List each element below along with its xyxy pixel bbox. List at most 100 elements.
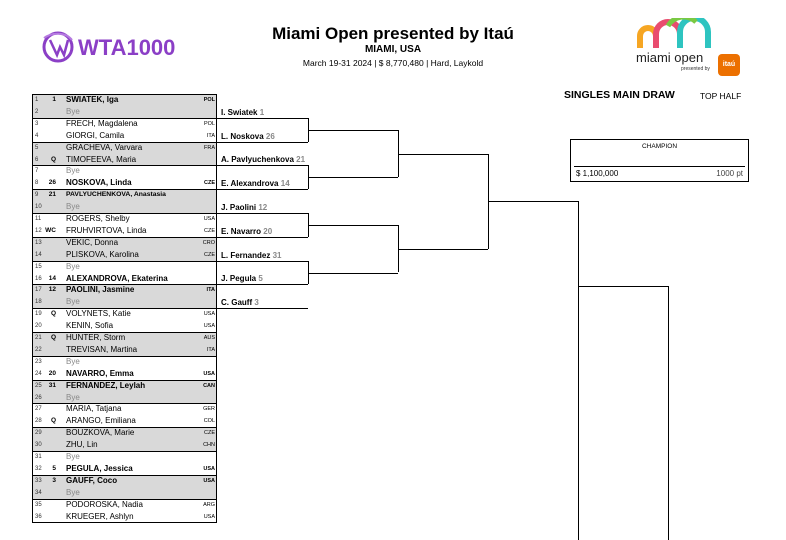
draw-position: 32 — [35, 465, 42, 472]
tournament-details: March 19-31 2024 | $ 8,770,480 | Hard, L… — [302, 58, 484, 68]
seed-label: 3 — [52, 476, 56, 484]
player-name: FRECH, Magdalena — [66, 118, 138, 128]
champion-line — [574, 166, 745, 167]
country-code: CRO — [202, 239, 215, 246]
draw-row: 10 Bye — [32, 201, 217, 214]
country-code: GER — [203, 406, 215, 413]
country-code: ARG — [203, 501, 215, 508]
player-name: KRUEGER, Ashlyn — [66, 511, 134, 521]
country-code: USA — [203, 311, 215, 318]
country-code: ITA — [206, 346, 215, 353]
draw-position: 19 — [35, 311, 42, 318]
player-name: VOLYNETS, Katie — [66, 309, 131, 319]
champion-label: CHAMPION — [641, 143, 678, 150]
round2-name: E. Alexandrova — [221, 179, 279, 189]
draw-position: 34 — [35, 489, 42, 496]
player-name: ALEXANDROVA, Ekaterina — [66, 273, 168, 283]
round2-line — [217, 260, 308, 262]
player-name: PLISKOVA, Karolina — [66, 249, 139, 259]
country-code: USA — [203, 370, 215, 377]
match-box — [32, 260, 217, 286]
draw-position: 8 — [35, 180, 39, 187]
player-name: Bye — [66, 452, 80, 461]
player-name: PEGULA, Jessica — [66, 463, 133, 473]
draw-position: 10 — [35, 204, 42, 211]
draw-row: 31 Bye — [32, 451, 217, 463]
seed-label: Q — [50, 334, 56, 341]
country-code: ITA — [206, 287, 215, 294]
country-code: CZE — [204, 251, 215, 258]
round2-seed: 21 — [296, 155, 306, 165]
player-name: ZHU, Lin — [66, 440, 98, 450]
semifinal-connector — [578, 201, 579, 540]
round2-line — [217, 284, 308, 286]
draw-position: 9 — [35, 192, 39, 199]
seed-label: WC — [45, 226, 56, 234]
player-name: ARANGO, Emiliana — [66, 416, 136, 426]
player-name: TIMOFEEVA, Maria — [66, 154, 137, 164]
seed-label: 1 — [52, 96, 56, 103]
draw-position: 15 — [35, 263, 42, 270]
round2-name: C. Gauff — [221, 298, 253, 308]
draw-position: 31 — [35, 454, 42, 460]
round2-player: C. Gauff 3 — [221, 298, 259, 307]
round2-line — [217, 308, 308, 310]
miami-open-logo-icon — [637, 18, 711, 48]
draw-position: 20 — [35, 323, 42, 330]
round2-name: L. Fernandez — [221, 250, 271, 260]
match-box — [32, 284, 217, 310]
seed-label: 14 — [48, 274, 56, 282]
seed-label: 5 — [52, 464, 56, 472]
draw-position: 11 — [35, 216, 42, 222]
final-connector — [668, 286, 669, 540]
draw-position: 23 — [35, 358, 42, 365]
country-code: CAN — [203, 382, 215, 389]
draw-position: 4 — [35, 132, 39, 139]
draw-position: 3 — [35, 120, 39, 127]
match-box — [32, 117, 217, 143]
player-name: Bye — [66, 202, 80, 212]
player-name: GAUFF, Coco — [66, 475, 118, 485]
draw-position: 17 — [35, 287, 42, 294]
round2-line — [217, 213, 308, 214]
round2-player: J. Paolini 12 — [221, 203, 267, 212]
draw-position: 29 — [35, 430, 42, 437]
round2-name: L. Noskova — [221, 131, 264, 141]
draw-position: 24 — [35, 370, 42, 377]
round2-name: I. Swiatek — [221, 107, 258, 117]
match-box — [32, 403, 217, 429]
player-name: SWIATEK, Iga — [66, 95, 119, 104]
round2-name: J. Paolini — [221, 203, 257, 212]
country-code: CZE — [204, 180, 215, 187]
presented-by-text: presented by — [681, 66, 710, 72]
round2-seed: 14 — [280, 179, 290, 189]
round2-seed: 31 — [272, 250, 282, 260]
player-name: Bye — [66, 356, 80, 366]
draw-position: 26 — [35, 394, 42, 401]
country-code: COL — [203, 418, 215, 425]
draw-position: 1 — [35, 97, 39, 103]
player-name: Bye — [66, 106, 80, 116]
player-name: NAVARRO, Emma — [66, 368, 134, 378]
match-box — [32, 213, 217, 238]
match-box — [32, 474, 217, 500]
match-box — [32, 141, 217, 167]
draw-position: 33 — [35, 477, 42, 484]
itau-logo: itaú — [718, 54, 740, 76]
draw-position: 30 — [35, 442, 42, 449]
section-half: TOP HALF — [700, 91, 742, 101]
draw-position: 18 — [35, 299, 42, 306]
